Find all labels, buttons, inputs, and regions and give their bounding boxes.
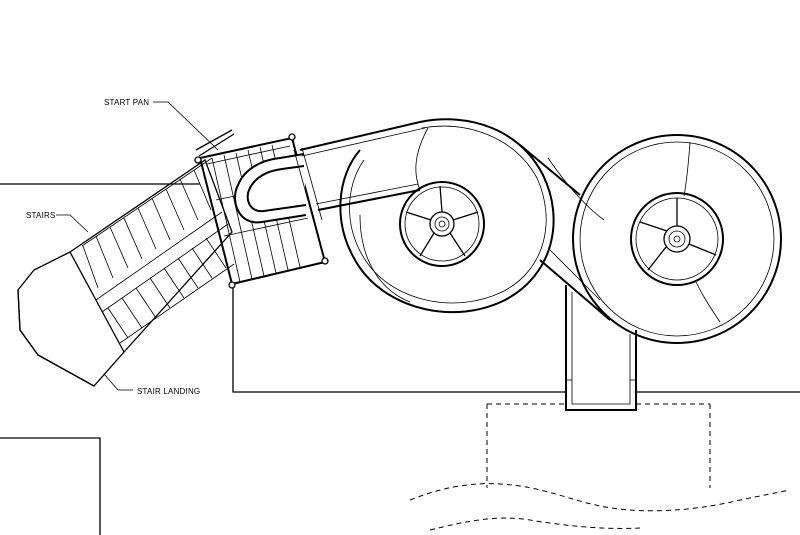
stair-treads [82,169,227,339]
exit-runout [565,285,637,411]
pool-outline-dashed [409,403,791,531]
leader-lines [56,101,219,391]
label-stairs: STAIRS [26,211,56,220]
label-stair-landing: STAIR LANDING [137,387,200,396]
helix-2-spokes [639,198,717,271]
flume-entry [299,121,426,211]
start-pan [194,133,329,289]
helix-2 [572,134,782,344]
flume-crossover [519,144,611,321]
site-outline [0,183,800,535]
stairs [69,129,235,353]
helix-1-spokes [405,185,479,257]
label-start-pan: START PAN [104,98,149,107]
helix-1 [339,118,555,314]
stair-landing [17,251,125,387]
